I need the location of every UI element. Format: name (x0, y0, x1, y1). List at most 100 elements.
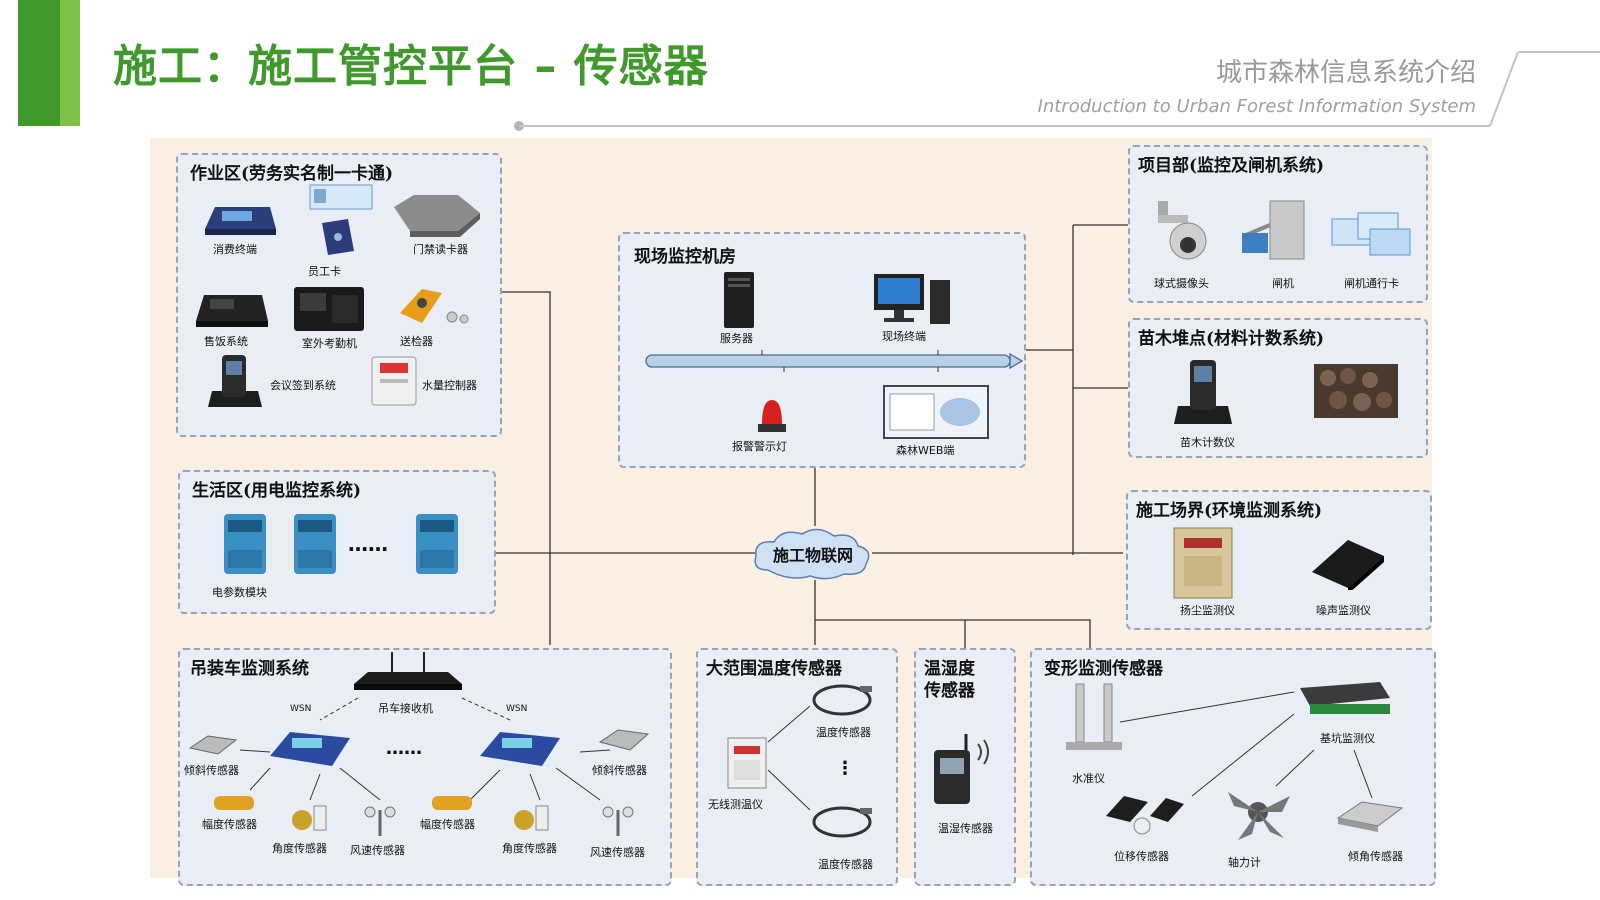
device-label: 服务器 (720, 332, 753, 345)
device-label: 倾斜传感器 (592, 764, 647, 777)
employee-card-icon (309, 184, 373, 255)
device-label: 售饭系统 (204, 335, 248, 348)
receiver-label: 吊车接收机 (378, 702, 433, 715)
work-zone-panel: 作业区(劳务实名制一卡通) 消费终端 员工卡 门禁读卡器 售饭系统 室外考勤机 … (176, 153, 502, 437)
noise-monitor-icon (1312, 540, 1384, 590)
boundary-title: 施工场界(环境监测系统) (1136, 501, 1323, 521)
device-label: 风速传感器 (350, 844, 405, 857)
humidity-title-1: 温湿度 (924, 659, 975, 679)
device-label: 倾角传感器 (1348, 850, 1403, 863)
timber-pile-icon (1314, 364, 1398, 418)
wsn-node-icon (270, 732, 350, 766)
temp-links (767, 705, 811, 811)
device-label: 角度传感器 (502, 842, 557, 855)
crane-links (239, 697, 611, 801)
power-module-icon (416, 514, 458, 574)
iot-hub-cloud (754, 528, 870, 580)
device-label: 角度传感器 (272, 842, 327, 855)
device-label: 报警警示灯 (732, 440, 787, 453)
deformation-panel: 变形监测传感器 水准仪 基坑监测仪 位移传感器 轴力计 倾角传感器 (1030, 648, 1436, 886)
angle-sensor-icon (514, 805, 549, 831)
temp-probe-icon (812, 684, 872, 716)
pos-terminal-icon (205, 207, 276, 235)
device-label: 扬尘监测仪 (1180, 604, 1235, 617)
temp-wide-panel: 大范围温度传感器 温度传感器 无线测温仪 ⋮ 温度传感器 (696, 648, 898, 886)
amplitude-sensor-icon (214, 796, 254, 810)
inclination-sensor-icon (1336, 801, 1404, 832)
access-card-icon (1331, 212, 1411, 256)
crane-receiver-icon (354, 652, 462, 690)
device-label: 室外考勤机 (302, 337, 357, 350)
dome-camera-icon (1158, 201, 1207, 260)
humidity-panel: 温湿度 传感器 温湿传感器 (914, 648, 1016, 886)
water-controller-icon (371, 356, 417, 406)
work-zone-title: 作业区(劳务实名制一卡通) (190, 164, 394, 184)
desktop-terminal-icon (874, 274, 950, 324)
module-ellipsis: …… (348, 532, 388, 556)
tilt-sensor-icon (598, 729, 650, 751)
deform-links (1119, 691, 1373, 799)
card-reader-icon (394, 195, 480, 237)
seedling-panel: 苗木堆点(材料计数系统) 苗木计数仪 (1128, 318, 1428, 458)
meal-system-icon (196, 295, 268, 327)
boundary-panel: 施工场界(环境监测系统) 扬尘监测仪 噪声监测仪 (1126, 490, 1432, 630)
temp-ellipsis: ⋮ (836, 758, 854, 779)
subtitle-chinese: 城市森林信息系统介绍 (1215, 58, 1476, 88)
device-label: 门禁读卡器 (413, 243, 468, 256)
inspection-device-icon (400, 289, 469, 324)
alarm-light-icon (758, 400, 786, 432)
wsn-label: WSN (290, 704, 312, 714)
living-zone-title: 生活区(用电监控系统) (192, 481, 362, 501)
project-dept-panel: 项目部(监控及闸机系统) 球式摄像头 闸机 闸机通行卡 (1128, 145, 1428, 303)
wsn-node-icon (480, 732, 560, 766)
device-label: 电参数模块 (212, 586, 267, 599)
device-label: 水量控制器 (422, 379, 477, 392)
amplitude-sensor-icon (432, 796, 472, 810)
turnstile-icon (1242, 200, 1305, 260)
server-icon (724, 272, 754, 328)
project-dept-title: 项目部(监控及闸机系统) (1138, 156, 1325, 176)
device-label: 风速传感器 (590, 846, 645, 859)
device-label: 无线测温仪 (708, 798, 763, 811)
living-zone-panel: 生活区(用电监控系统) …… 电参数模块 (178, 470, 496, 614)
meeting-checkin-icon (208, 355, 262, 407)
device-label: 现场终端 (882, 330, 926, 343)
subtitle-english: Introduction to Urban Forest Information… (1037, 96, 1476, 117)
temp-wide-title: 大范围温度传感器 (706, 659, 842, 679)
crane-title: 吊装车监测系统 (190, 659, 309, 679)
power-module-icon (224, 514, 266, 574)
wind-sensor-icon (602, 806, 634, 836)
temp-probe-icon (812, 806, 872, 838)
device-label: 森林WEB端 (896, 444, 955, 457)
device-label: 闸机 (1272, 277, 1294, 290)
seedling-title: 苗木堆点(材料计数系统) (1138, 329, 1325, 349)
monitor-room-title: 现场监控机房 (634, 247, 736, 267)
header-decor-line (514, 51, 1600, 131)
wind-sensor-icon (364, 806, 396, 836)
monitor-room-panel: 现场监控机房 服务器 现场终端 报警警示灯 森林WEB端 (618, 232, 1026, 468)
device-label: 位移传感器 (1114, 850, 1169, 863)
angle-sensor-icon (292, 805, 327, 831)
displacement-sensor-icon (1106, 796, 1184, 835)
power-module-icon (294, 514, 336, 574)
deformation-title: 变形监测传感器 (1044, 659, 1163, 679)
device-label: 消费终端 (213, 243, 257, 256)
header-accent-bar (18, 0, 60, 126)
humidity-sensor-icon (934, 734, 989, 804)
device-label: 基坑监测仪 (1320, 732, 1375, 745)
device-label: 球式摄像头 (1154, 277, 1209, 290)
device-label: 闸机通行卡 (1344, 277, 1399, 290)
device-label: 送检器 (400, 335, 433, 348)
crane-ellipsis: …… (386, 738, 422, 759)
wireless-thermometer-icon (727, 737, 767, 789)
wsn-label: WSN (506, 704, 528, 714)
device-label: 温湿传感器 (938, 822, 993, 835)
tilt-sensor-icon (188, 735, 238, 755)
humidity-title-2: 传感器 (924, 681, 975, 701)
crane-panel: 吊装车监测系统 吊车接收机 WSN WSN …… 倾斜传感器 幅度传感器 角度传… (178, 648, 672, 886)
device-label: 幅度传感器 (420, 818, 475, 831)
pit-monitor-icon (1300, 682, 1390, 714)
device-label: 温度传感器 (816, 726, 871, 739)
network-bus (645, 350, 1024, 372)
